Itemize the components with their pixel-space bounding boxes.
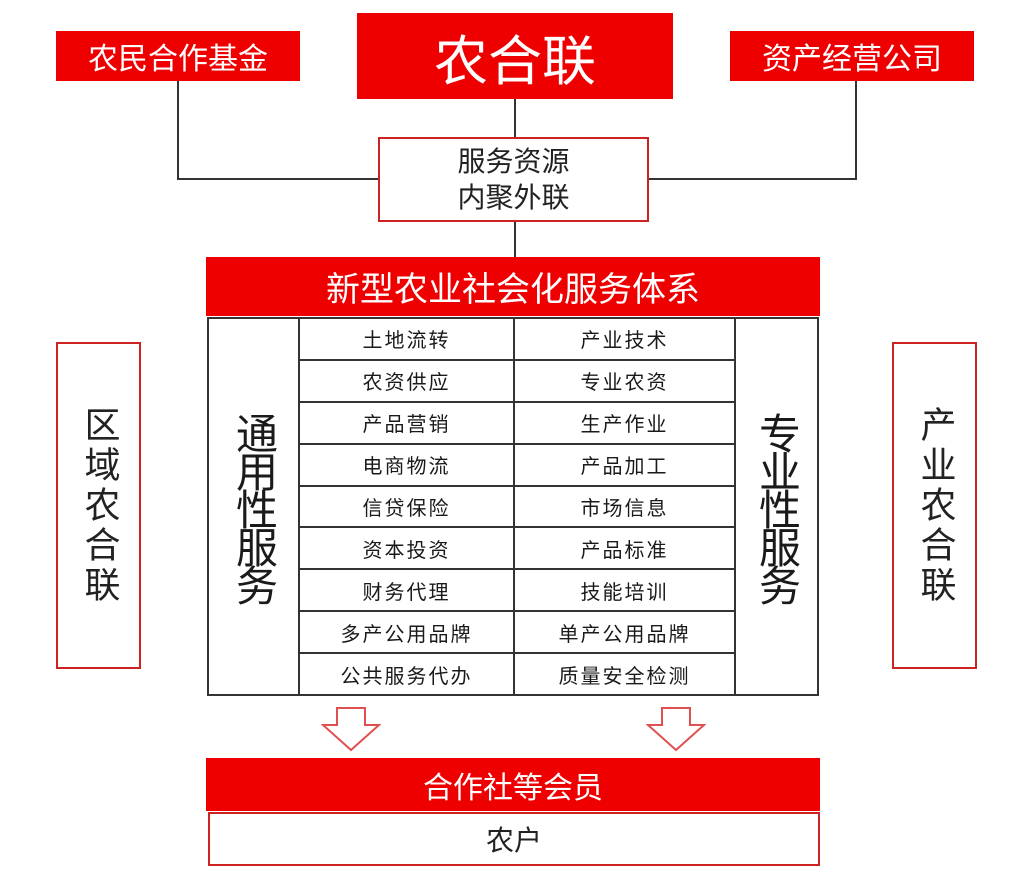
general-service-list: 土地流转 农资供应 产品营销 电商物流 信贷保险 资本投资 财务代理 多产公用品… bbox=[300, 319, 513, 694]
farmer-cooperation-fund-box: 农民合作基金 bbox=[56, 31, 300, 81]
services-table: 通用性服务 土地流转 农资供应 产品营销 电商物流 信贷保险 资本投资 财务代理… bbox=[207, 317, 819, 696]
regional-federation-box: 区域农合联 bbox=[56, 342, 141, 669]
connector-right-to-resource bbox=[649, 81, 857, 180]
specialized-service-item: 专业农资 bbox=[515, 361, 734, 403]
regional-federation-label: 区域农合联 bbox=[78, 405, 120, 606]
down-arrow-icon bbox=[646, 707, 706, 752]
general-service-item: 资本投资 bbox=[300, 528, 513, 571]
general-service-item: 电商物流 bbox=[300, 445, 513, 487]
farmers-box: 农户 bbox=[208, 812, 820, 866]
service-resource-box: 服务资源 内聚外联 bbox=[378, 137, 649, 222]
industry-federation-label: 产业农合联 bbox=[914, 405, 956, 606]
down-arrow-icon bbox=[321, 707, 381, 752]
farmer-cooperation-fund-label: 农民合作基金 bbox=[88, 42, 268, 77]
specialized-service-item: 产品加工 bbox=[515, 445, 734, 487]
service-system-title-text: 新型农业社会化服务体系 bbox=[326, 270, 700, 310]
specialized-service-item: 产业技术 bbox=[515, 319, 734, 361]
nonghelian-title-box: 农合联 bbox=[357, 13, 673, 99]
service-system-title: 新型农业社会化服务体系 bbox=[206, 257, 820, 316]
connector-left-to-resource bbox=[177, 81, 378, 180]
general-service-item: 产品营销 bbox=[300, 403, 513, 445]
specialized-service-label-cell: 专业性服务 bbox=[736, 319, 817, 694]
general-service-item: 农资供应 bbox=[300, 361, 513, 403]
specialized-service-label: 专业性服务 bbox=[752, 411, 802, 602]
general-service-label: 通用性服务 bbox=[229, 411, 279, 602]
nonghelian-title: 农合联 bbox=[434, 29, 596, 93]
general-service-item: 财务代理 bbox=[300, 570, 513, 613]
service-resource-line2: 内聚外联 bbox=[457, 180, 570, 214]
general-service-item: 信贷保险 bbox=[300, 487, 513, 529]
specialized-service-item: 产品标准 bbox=[515, 528, 734, 571]
divider-general-label bbox=[298, 319, 300, 694]
general-service-item: 多产公用品牌 bbox=[300, 612, 513, 655]
general-service-label-cell: 通用性服务 bbox=[209, 319, 298, 694]
industry-federation-box: 产业农合联 bbox=[892, 342, 977, 669]
divider-middle bbox=[513, 319, 515, 694]
farmers-label: 农户 bbox=[485, 824, 542, 857]
specialized-service-item: 质量安全检测 bbox=[558, 663, 691, 688]
divider-specialized-label bbox=[734, 319, 736, 694]
general-service-item: 土地流转 bbox=[300, 319, 513, 361]
cooperative-members-bar: 合作社等会员 bbox=[206, 758, 820, 811]
specialized-service-item: 技能培训 bbox=[515, 570, 734, 613]
specialized-service-list: 产业技术 专业农资 生产作业 产品加工 市场信息 产品标准 技能培训 单产公用品… bbox=[515, 319, 734, 694]
specialized-service-item: 单产公用品牌 bbox=[515, 612, 734, 655]
asset-management-company-box: 资产经营公司 bbox=[730, 31, 974, 81]
asset-management-company-label: 资产经营公司 bbox=[762, 42, 942, 77]
service-resource-line1: 服务资源 bbox=[457, 144, 570, 178]
general-service-item: 公共服务代办 bbox=[340, 663, 473, 688]
specialized-service-item: 生产作业 bbox=[515, 403, 734, 445]
cooperative-members-label: 合作社等会员 bbox=[423, 770, 603, 806]
specialized-service-item: 市场信息 bbox=[515, 487, 734, 529]
